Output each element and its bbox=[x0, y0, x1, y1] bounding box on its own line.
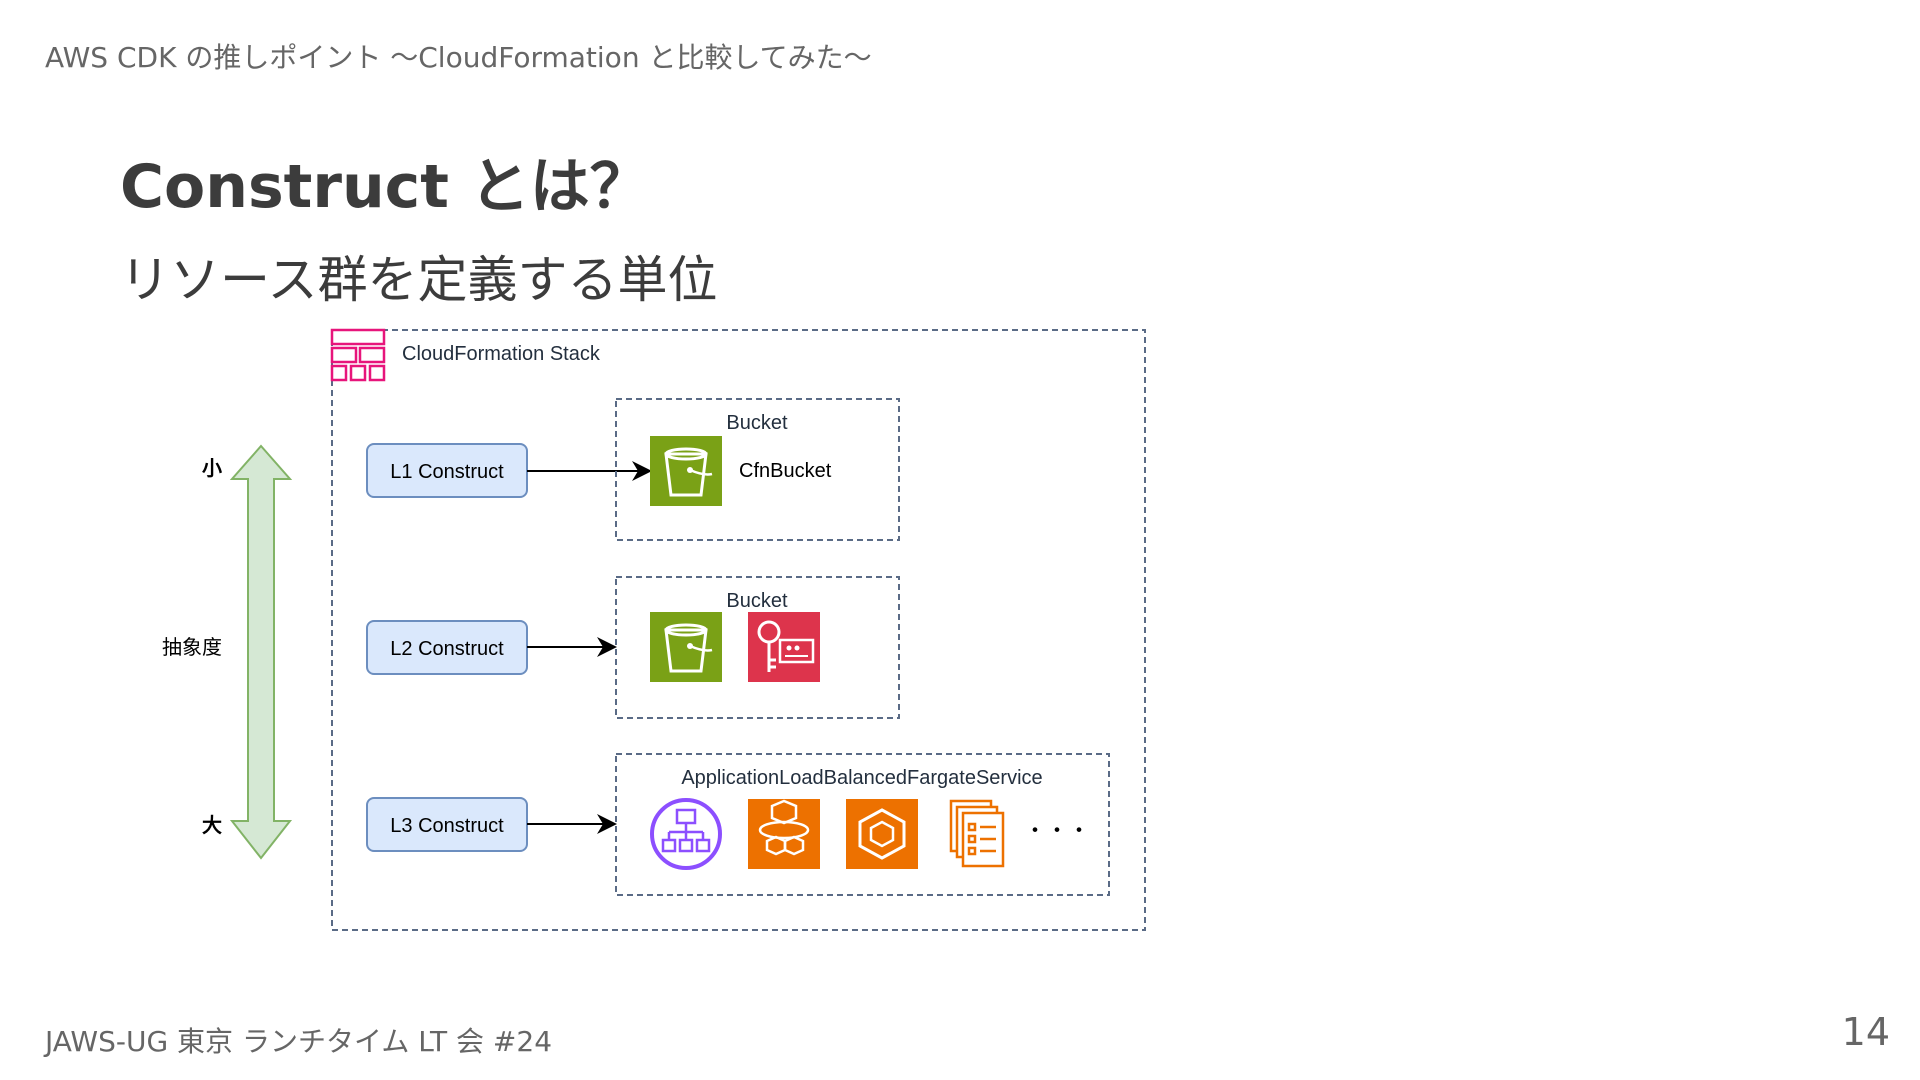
stack-label: CloudFormation Stack bbox=[402, 343, 601, 365]
cloudformation-stack-group bbox=[331, 329, 1146, 931]
slide-footer: JAWS-UG 東京 ランチタイム LT 会 #24 bbox=[45, 1025, 553, 1058]
slide-subtitle: リソース群を定義する単位 bbox=[120, 251, 718, 309]
abstraction-axis-label: 抽象度 bbox=[162, 636, 222, 659]
l3-group-label: ApplicationLoadBalancedFargateService bbox=[681, 767, 1042, 789]
abstraction-high-label: 大 bbox=[202, 814, 222, 837]
ecs-icon bbox=[846, 799, 918, 869]
l3-construct-label: L3 Construct bbox=[390, 815, 504, 837]
l1-construct-label: L1 Construct bbox=[390, 461, 504, 483]
fargate-icon bbox=[748, 799, 820, 869]
l1-bucket-group bbox=[615, 398, 900, 541]
l3-more-ellipsis: ・・・ bbox=[1024, 818, 1090, 843]
l1-group-label: Bucket bbox=[726, 412, 788, 434]
l3-service-group bbox=[615, 753, 1110, 896]
l2-bucket-group bbox=[615, 576, 900, 719]
kms-key-icon bbox=[748, 612, 820, 682]
abstraction-low-label: 小 bbox=[202, 457, 222, 480]
s3-bucket-icon bbox=[650, 436, 722, 506]
cloudformation-template-icon bbox=[949, 799, 1005, 868]
abstraction-arrow bbox=[229, 444, 293, 860]
l2-group-label: Bucket bbox=[726, 590, 788, 612]
l2-construct-label: L2 Construct bbox=[390, 638, 504, 660]
cfn-bucket-label: CfnBucket bbox=[739, 460, 832, 482]
slide-title: Construct とは？ bbox=[120, 152, 650, 222]
page-number: 14 bbox=[1841, 1010, 1890, 1054]
elb-icon bbox=[650, 798, 722, 870]
s3-bucket-icon bbox=[650, 612, 722, 682]
cloudformation-stack-icon bbox=[330, 328, 386, 382]
slide-header: AWS CDK の推しポイント 〜CloudFormation と比較してみた〜 bbox=[45, 41, 872, 74]
